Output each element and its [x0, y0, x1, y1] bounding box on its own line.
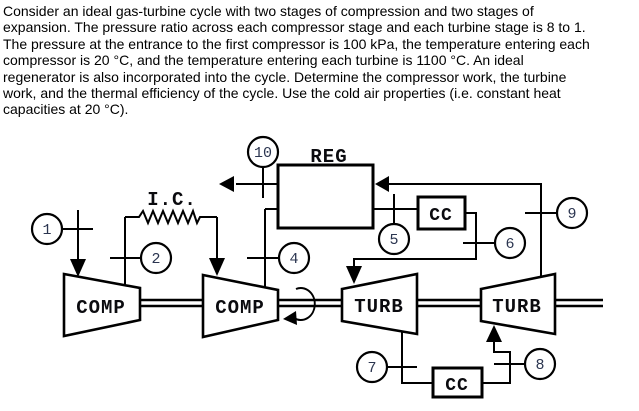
- compressor-1: COMP: [62, 272, 142, 338]
- state-point-5: 5: [377, 222, 411, 256]
- state-point-4: 4: [277, 241, 311, 275]
- state-10-number: 10: [254, 145, 272, 162]
- problem-statement: Consider an ideal gas-turbine cycle with…: [3, 3, 590, 118]
- turbine-2-inlet-arrow: [486, 325, 502, 342]
- combustion-chamber-top-label: CC: [429, 206, 453, 226]
- state-point-6: 6: [493, 226, 527, 260]
- intercooler-label: I.C.: [147, 189, 197, 211]
- intercooler-coil: [125, 208, 217, 226]
- turbine-1: TURB: [340, 272, 419, 336]
- turbine-1-inlet-arrow: [346, 266, 362, 284]
- turbine-2: TURB: [479, 272, 557, 336]
- regenerator-hot-inlet-arrow: [375, 176, 389, 192]
- compressor-2-label: COMP: [215, 297, 265, 319]
- state-point-7: 7: [355, 350, 389, 384]
- state-2-number: 2: [151, 251, 160, 268]
- regenerator: REG: [276, 146, 375, 230]
- combustion-chamber-bottom-label: CC: [445, 376, 469, 396]
- compressor-2-inlet-arrow: [209, 258, 225, 276]
- state-1-number: 1: [42, 222, 51, 239]
- combustion-chamber-bottom: CC: [431, 366, 484, 399]
- compressor-1-inlet-arrow: [70, 259, 86, 277]
- state-6-number: 6: [505, 236, 514, 253]
- shaft: [140, 287, 603, 325]
- state-point-10: 10: [246, 135, 280, 169]
- compressor-2: COMP: [201, 273, 280, 339]
- exhaust-arrow: [219, 176, 234, 192]
- state-7-number: 7: [367, 360, 376, 377]
- state-point-1: 1: [30, 212, 64, 246]
- state-9-number: 9: [567, 206, 576, 223]
- turbine-1-label: TURB: [354, 296, 404, 318]
- state-point-8: 8: [523, 347, 557, 381]
- combustion-chamber-top: CC: [416, 195, 467, 231]
- intercooler: I.C.: [147, 189, 197, 211]
- flow-arrows: [70, 176, 502, 342]
- turbine-2-label: TURB: [492, 296, 542, 318]
- shaft-rotation-arrow: [293, 287, 316, 321]
- regenerator-label: REG: [310, 146, 347, 168]
- state-point-9: 9: [555, 196, 589, 230]
- state-8-number: 8: [535, 357, 544, 374]
- state-point-2: 2: [139, 241, 173, 275]
- state-5-number: 5: [389, 232, 398, 249]
- compressor-1-label: COMP: [76, 297, 126, 319]
- state-4-number: 4: [289, 251, 298, 268]
